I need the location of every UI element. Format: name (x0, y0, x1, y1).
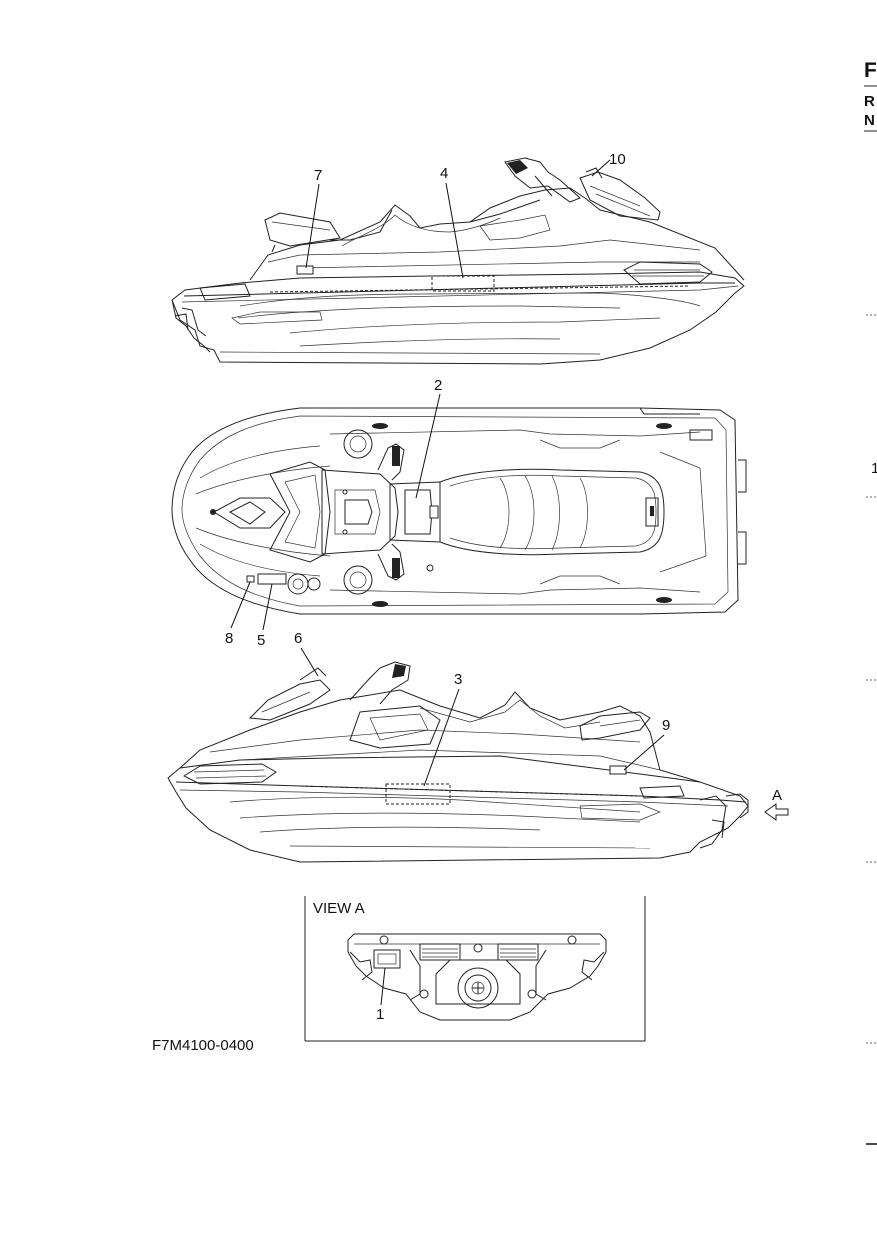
view-a-inset: VIEW A (304, 896, 646, 1042)
view-direction-arrow-icon (764, 803, 789, 821)
callout-8: 8 (225, 630, 233, 647)
watercraft-left-side-view (171, 157, 745, 365)
header-letter-f: F (864, 59, 877, 82)
callout-1: 1 (376, 1006, 384, 1023)
watercraft-top-view (171, 407, 747, 615)
callouts-side-view-left: 7 4 10 (305, 151, 626, 279)
callouts-side-view-right: 6 3 9 A (294, 630, 789, 821)
callout-10: 10 (609, 151, 626, 168)
drawing-number: F7M4100-0400 (152, 1037, 254, 1054)
view-arrow-label: A (772, 787, 782, 804)
callout-4: 4 (440, 165, 448, 182)
view-a-title: VIEW A (313, 900, 365, 917)
callout-3: 3 (454, 671, 462, 688)
callouts-top-view: 2 8 5 (225, 377, 442, 649)
callout-2: 2 (434, 377, 442, 394)
callout-6: 6 (294, 630, 302, 647)
side-page-mark: 1 (871, 460, 877, 477)
header-letter-n: N (864, 112, 875, 129)
page-header-fragment: F R N 1 (864, 59, 877, 1145)
watercraft-right-side-view (167, 661, 749, 863)
callout-9: 9 (662, 717, 670, 734)
callout-7: 7 (314, 167, 322, 184)
header-letter-r: R (864, 93, 875, 110)
callouts-view-a: 1 (376, 967, 386, 1023)
callout-5: 5 (257, 632, 265, 649)
